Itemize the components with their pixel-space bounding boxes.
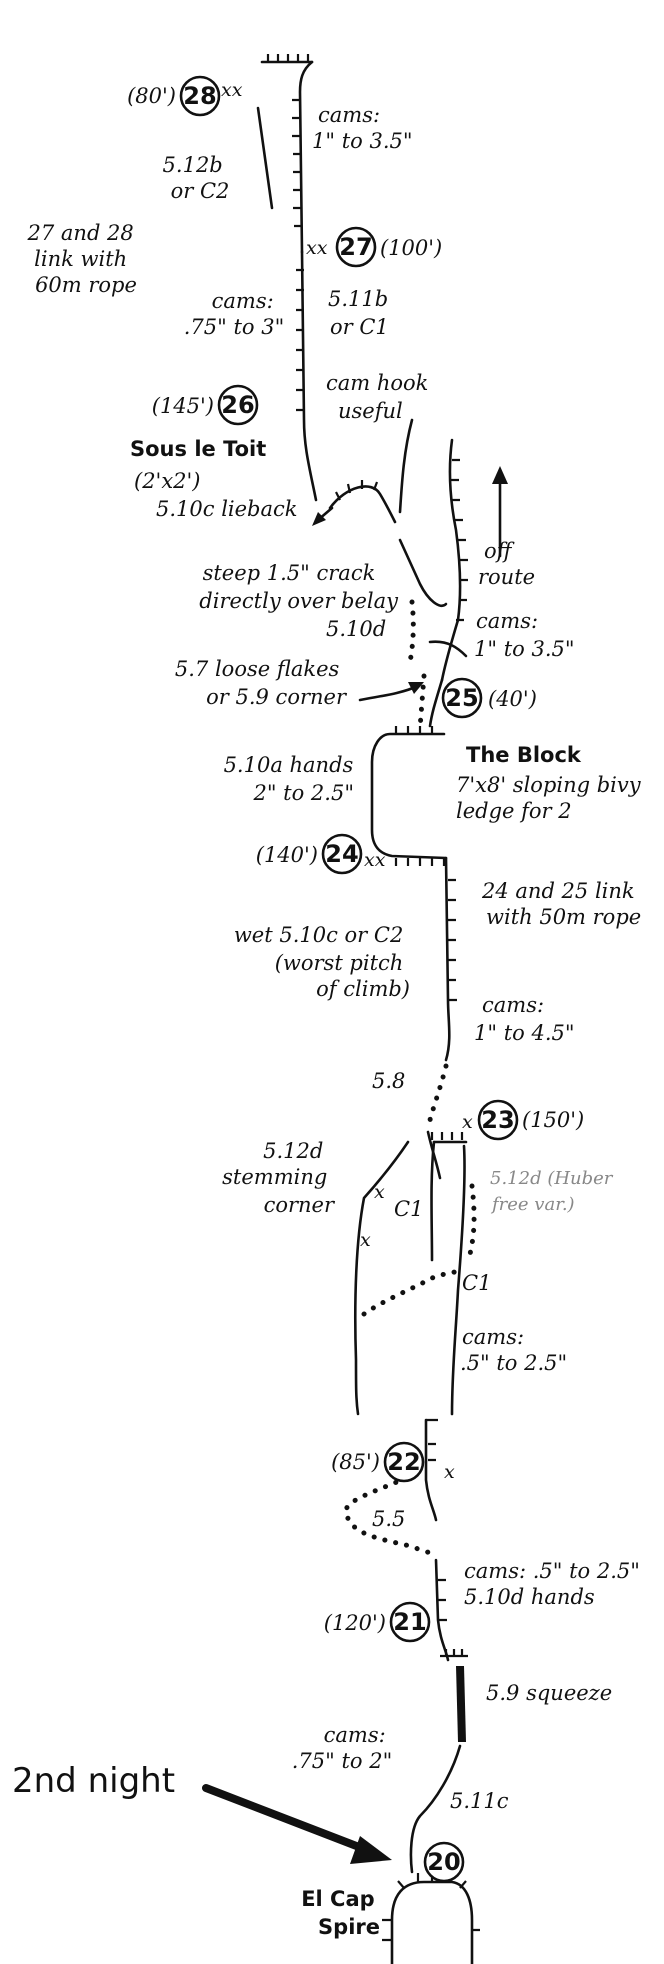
- pitch-markers: 28 27 26 25 24 23 22 21 20: [179, 75, 519, 1883]
- grade-511c: 5.11c: [450, 1789, 509, 1813]
- cams-1-45: cams: 1" to 4.5": [474, 993, 575, 1045]
- pitch-27-length: (100'): [380, 236, 442, 260]
- pitch-21-number: 21: [393, 1608, 426, 1636]
- wet-pitch-note: wet 5.10c or C2 (worst pitch of climb): [234, 923, 410, 1001]
- right-corner-line: [450, 1144, 466, 1416]
- cams-1-35-top: cams: 1" to 3.5": [312, 103, 413, 153]
- pitch-lengths: (80') (100') (145') (40') (140') (150') …: [127, 84, 584, 1635]
- loose-flakes-note: 5.7 loose flakes or 5.9 corner: [175, 657, 348, 709]
- cams-075-2: cams: .75" to 2": [292, 1723, 393, 1773]
- huber-free-variation: 5.12d (Huber free var.): [490, 1168, 618, 1215]
- squeeze-grade: 5.9 squeeze: [486, 1681, 612, 1705]
- the-block: [370, 732, 448, 860]
- grade-512b: 5.12b or C2: [163, 153, 230, 203]
- bolt-22: x: [444, 1461, 455, 1483]
- el-cap-spire-title: El Cap Spire: [301, 1887, 382, 1939]
- sous-le-toit-title: Sous le Toit: [130, 437, 266, 461]
- cams-075-3: cams: .75" to 3": [184, 289, 285, 339]
- route-lines: [202, 54, 508, 1964]
- pitch-21-line: [434, 1558, 450, 1662]
- bolt-23: x: [462, 1111, 473, 1133]
- pitch-26-number: 26: [221, 391, 254, 419]
- hands-510a: 5.10a hands 2" to 2.5": [224, 753, 360, 805]
- pitch-22-number: 22: [387, 1448, 420, 1476]
- c1-right: C1: [462, 1271, 491, 1295]
- bolts-27: xx: [306, 237, 328, 259]
- stemming-note: 5.12d stemming corner: [222, 1139, 336, 1217]
- roof-feature: [328, 485, 397, 524]
- pitch-22-length: (85'): [331, 1450, 380, 1474]
- pitch-27-line: [300, 250, 318, 502]
- pitch-23-length: (150'): [522, 1108, 584, 1132]
- bivy-note: 7'x8' sloping bivy ledge for 2: [456, 773, 647, 823]
- pitch-27-number: 27: [339, 233, 372, 261]
- pitch-24-line: [444, 856, 451, 1062]
- stemming-corner: [353, 1140, 410, 1416]
- grade-511b: 5.11b or C1: [328, 287, 395, 339]
- pitch-20-line: [409, 1744, 462, 1874]
- link-27-28: 27 and 28 link with 60m rope: [27, 221, 141, 297]
- pitch-22-line: [424, 1418, 438, 1522]
- c1-left: C1: [394, 1197, 423, 1221]
- huber-variation: [465, 1183, 477, 1265]
- dotted-55: [343, 1475, 439, 1559]
- pitch-28-line: [298, 60, 314, 254]
- bolts-28: xx: [221, 79, 243, 101]
- pitch-28-number: 28: [183, 82, 216, 110]
- cams-1-35-mid: cams: 1" to 3.5": [474, 609, 575, 661]
- squeeze-chimney: [456, 1666, 466, 1742]
- pitch-25-number: 25: [445, 684, 478, 712]
- bolt-stem-b: x: [360, 1229, 371, 1251]
- off-route-note: off route: [478, 539, 535, 589]
- bolts-24: xx: [364, 849, 386, 871]
- bolt-stem-a: x: [374, 1181, 385, 1203]
- grade-510d: 5.10d: [326, 617, 386, 641]
- dotted-variation-b: [417, 673, 427, 731]
- grade-58: 5.8: [372, 1069, 405, 1093]
- pitch-21-length: (120'): [324, 1611, 386, 1635]
- lieback-grade: 5.10c lieback: [156, 497, 298, 521]
- second-night-label: 2nd night: [12, 1761, 175, 1801]
- cams-05-25-lower: cams: .5" to 2.5" 5.10d hands: [464, 1559, 647, 1609]
- dotted-variation-a: [407, 599, 416, 665]
- annotations: cams: 1" to 3.5" 5.12b or C2 27 and 28 l…: [12, 103, 647, 1939]
- pitch-24-number: 24: [325, 840, 358, 868]
- pitch-25-length: (40'): [488, 687, 537, 711]
- grade-55: 5.5: [372, 1507, 405, 1531]
- steep-crack-note: steep 1.5" crack directly over belay: [199, 561, 399, 613]
- cam-hook-note: cam hook useful: [326, 371, 435, 423]
- link-24-25: 24 and 25 link with 50m rope: [481, 879, 641, 929]
- the-block-title: The Block: [466, 743, 582, 767]
- second-night-arrow: [202, 1784, 376, 1856]
- pitch-26-length: (145'): [152, 394, 214, 418]
- pitch-24-length: (140'): [256, 843, 318, 867]
- cams-05-25-upper: cams: .5" to 2.5": [460, 1325, 567, 1375]
- bolt-markers: xx xx xx x x x x: [221, 79, 473, 1483]
- pitch-20-number: 20: [427, 1848, 460, 1876]
- pitch-23-number: 23: [481, 1106, 514, 1134]
- el-cap-spire: [390, 1880, 474, 1964]
- sous-le-toit-size: (2'x2'): [134, 469, 201, 493]
- pitch-28-length: (80'): [127, 84, 176, 108]
